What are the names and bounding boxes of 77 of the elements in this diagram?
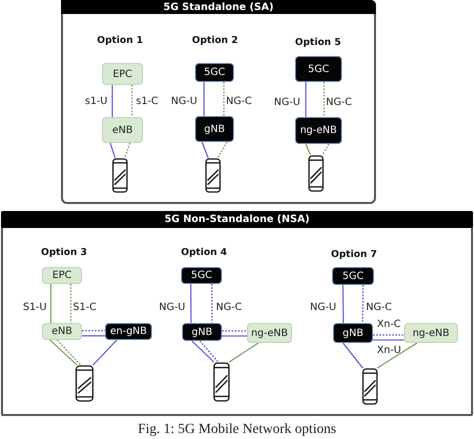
network-element-box: 5GC <box>195 63 234 82</box>
connection-line <box>124 142 131 158</box>
edge-label: NG-C <box>326 98 352 108</box>
connection-line <box>203 82 205 116</box>
edge-label: Xn-U <box>377 346 402 356</box>
edge-label: s1-U <box>85 97 108 107</box>
connection-line <box>82 330 105 332</box>
network-element-box: ng-eNB <box>404 323 458 343</box>
connection-line <box>82 335 105 336</box>
network-element-box: 5GC <box>295 56 342 82</box>
connection-line <box>222 335 247 337</box>
phone-icon <box>205 158 221 193</box>
connection-line <box>190 284 192 323</box>
option-heading: Option 5 <box>295 38 341 48</box>
panel-frame <box>1 211 473 416</box>
edge-label: s1-C <box>136 97 158 107</box>
edge-label: NG-U <box>310 303 336 313</box>
connection-line <box>50 340 78 366</box>
connection-line <box>200 340 219 362</box>
panel-header: 5G Standalone (SA) <box>61 0 376 14</box>
edge-label: NG-C <box>226 97 252 107</box>
network-element-box: eNB <box>102 117 143 143</box>
option-heading: Option 4 <box>181 248 227 258</box>
network-element-box: EPC <box>102 63 143 85</box>
connection-line <box>211 284 213 323</box>
network-element-box: gNB <box>195 116 234 142</box>
connection-line <box>50 284 52 323</box>
network-element-box: en-gNB <box>105 323 152 340</box>
network-element-box: gNB <box>333 323 373 343</box>
network-element-box: eNB <box>42 323 82 340</box>
edge-label: S1-U <box>23 303 47 313</box>
connection-line <box>112 85 113 117</box>
panel-frame <box>61 0 376 204</box>
connection-line <box>222 330 247 332</box>
edge-label: S1-C <box>73 303 96 313</box>
network-element-box: 5GC <box>332 267 374 285</box>
phone-icon <box>112 158 128 193</box>
edge-label: NG-C <box>216 303 242 313</box>
option-heading: Option 3 <box>41 248 87 258</box>
connection-line <box>373 334 404 336</box>
connection-line <box>217 142 228 158</box>
edge-label: NG-U <box>159 303 186 313</box>
phone-icon <box>308 155 324 192</box>
edge-label: Xn-C <box>377 320 401 330</box>
edge-label: NG-U <box>171 97 198 107</box>
connection-line <box>305 82 306 117</box>
figure-caption: Fig. 1: 5G Mobile Network options <box>138 423 336 437</box>
phone-icon <box>362 368 378 405</box>
connection-line <box>92 340 118 366</box>
network-element-box: ng-eNB <box>295 117 342 144</box>
connection-line <box>323 82 325 117</box>
option-heading: Option 2 <box>192 36 238 46</box>
network-element-box: ng-eNB <box>247 323 292 343</box>
connection-line <box>342 342 364 368</box>
connection-line <box>192 340 214 362</box>
option-heading: Option 1 <box>97 36 143 46</box>
connection-line <box>376 342 418 368</box>
network-element-box: EPC <box>42 267 82 284</box>
panel-header: 5G Non-Standalone (NSA) <box>1 211 473 228</box>
edge-label: NG-C <box>366 303 392 313</box>
connection-line <box>131 85 133 117</box>
connection-line <box>70 284 72 323</box>
connection-line <box>228 342 259 362</box>
connection-line <box>322 144 330 156</box>
connection-line <box>223 82 225 116</box>
edge-label: NG-U <box>274 98 300 108</box>
connection-line <box>201 142 209 158</box>
network-element-box: gNB <box>182 323 222 341</box>
connection-line <box>110 142 116 158</box>
phone-icon <box>75 365 94 402</box>
connection-line <box>362 285 364 323</box>
connection-line <box>56 340 82 366</box>
network-element-box: 5GC <box>181 267 222 284</box>
connection-line <box>342 285 344 323</box>
connection-line <box>373 339 404 341</box>
phone-icon <box>213 362 230 402</box>
connection-line <box>305 144 311 156</box>
